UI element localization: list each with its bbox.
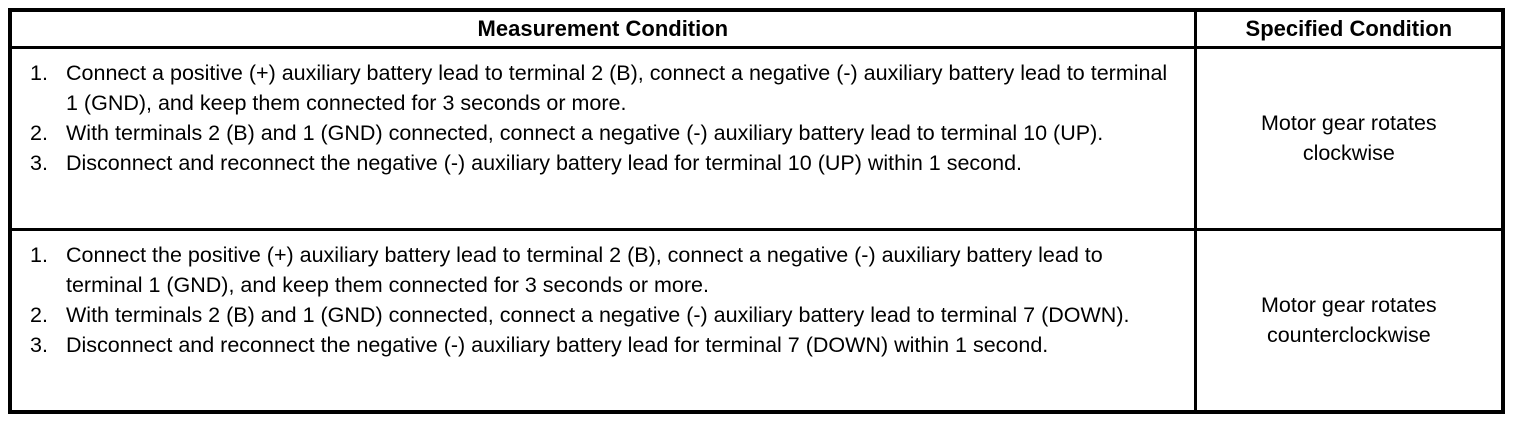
list-item: 1. Connect a positive (+) auxiliary batt… [30,58,1180,118]
step-text: With terminals 2 (B) and 1 (GND) connect… [66,120,1104,145]
step-list-2: 1. Connect the positive (+) auxiliary ba… [12,231,1194,369]
table-body: 1. Connect a positive (+) auxiliary batt… [10,47,1503,412]
table-header-row: Measurement Condition Specified Conditio… [10,10,1503,49]
step-text: Disconnect and reconnect the negative (-… [66,150,1023,175]
specified-condition-cell-2: Motor gear rotates counterclockwise [1193,229,1503,412]
list-item: 1. Connect the positive (+) auxiliary ba… [30,240,1180,300]
column-header-measurement-condition: Measurement Condition [10,10,1196,49]
specified-condition-line-2: counterclockwise [1266,323,1431,348]
specified-condition-line-2: clockwise [1302,141,1395,166]
specified-condition-line-1: Motor gear rotates [1261,111,1437,136]
step-list-1: 1. Connect a positive (+) auxiliary batt… [12,49,1194,187]
measurement-condition-cell-1: 1. Connect a positive (+) auxiliary batt… [10,47,1196,231]
list-item: 3. Disconnect and reconnect the negative… [30,148,1180,178]
table-header: Measurement Condition Specified Conditio… [10,10,1503,49]
list-item: 2. With terminals 2 (B) and 1 (GND) conn… [30,118,1180,148]
step-text: Disconnect and reconnect the negative (-… [66,332,1049,357]
specified-condition-cell-1: Motor gear rotates clockwise [1193,47,1503,231]
measurement-condition-cell-2: 1. Connect the positive (+) auxiliary ba… [10,229,1195,412]
step-number: 1. [30,60,48,85]
step-text: With terminals 2 (B) and 1 (GND) connect… [66,302,1130,327]
list-item: 2. With terminals 2 (B) and 1 (GND) conn… [30,300,1180,330]
specified-condition-text: Motor gear rotates clockwise [1197,108,1501,168]
measurement-condition-table: Measurement Condition Specified Conditio… [8,8,1505,414]
list-item: 3. Disconnect and reconnect the negative… [30,330,1180,360]
step-number: 2. [30,302,48,327]
step-number: 2. [30,120,48,145]
column-header-specified-condition: Specified Condition [1193,10,1503,49]
specified-condition-line-1: Motor gear rotates [1261,293,1437,318]
step-number: 3. [30,332,48,357]
step-number: 3. [30,150,48,175]
table-row: 1. Connect a positive (+) auxiliary batt… [10,47,1503,231]
specified-condition-text: Motor gear rotates counterclockwise [1197,290,1501,350]
step-text: Connect the positive (+) auxiliary batte… [66,242,1103,297]
step-number: 1. [30,242,48,267]
table-row: 1. Connect the positive (+) auxiliary ba… [10,229,1503,412]
step-text: Connect a positive (+) auxiliary battery… [66,60,1168,115]
